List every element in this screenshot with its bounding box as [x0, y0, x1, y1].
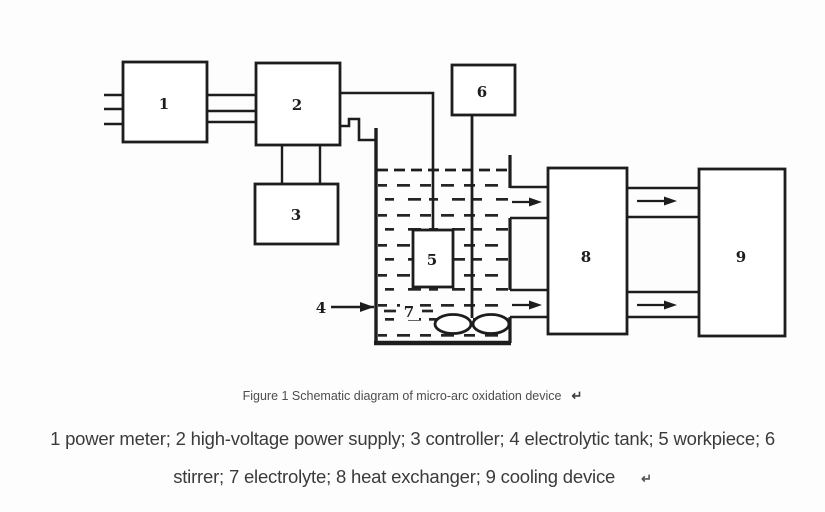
flow-arrow-cooler-bottom [637, 300, 677, 310]
power-meter-label: 1 [159, 95, 169, 113]
stirrer-label: 6 [477, 83, 487, 101]
flow-arrow-tank-top [512, 197, 542, 207]
legend-line-2: stirrer; 7 electrolyte; 8 heat exchanger… [0, 464, 825, 491]
legend-line-2-text: stirrer; 7 electrolyte; 8 heat exchanger… [173, 466, 616, 487]
anode-wire [340, 91, 435, 230]
flow-arrow-tank-bottom [512, 300, 542, 310]
power-bus-wires [207, 93, 256, 124]
electrolyte-label-backing [400, 303, 419, 320]
workpiece-box [411, 228, 455, 289]
legend-line-1-text: 1 power meter; 2 high-voltage power supp… [50, 428, 775, 449]
exchanger-to-cooler-pipes [627, 186, 699, 319]
heat-exchanger-box [546, 166, 629, 336]
cooling-device-label: 9 [736, 248, 746, 266]
return-mark-icon: ↵ [571, 388, 583, 403]
figure-caption: Figure 1 Schematic diagram of micro-arc … [0, 388, 825, 404]
cooling-device-box [697, 167, 787, 338]
legend-line-1: 1 power meter; 2 high-voltage power supp… [0, 426, 825, 451]
electrolytic-tank-label: 4 [316, 299, 326, 317]
workpiece-label: 5 [427, 251, 437, 269]
controller-label: 3 [291, 206, 301, 224]
cathode-wire [340, 117, 376, 142]
hv-power-supply-box [254, 61, 342, 147]
heat-exchanger-label: 8 [581, 248, 591, 266]
electrolyte-label: 7 [404, 303, 414, 321]
micro-arc-oxidation-schematic: 1 2 3 4 5 6 7 8 9 [104, 60, 787, 346]
power-meter-box [121, 60, 209, 144]
control-wires [280, 145, 322, 184]
stirrer-propeller [433, 313, 511, 335]
mains-input-lines [104, 93, 123, 126]
figure-caption-text: Figure 1 Schematic diagram of micro-arc … [242, 389, 562, 403]
hv-power-supply-label: 2 [292, 96, 302, 114]
tank-to-exchanger-pipes [510, 185, 548, 319]
stirrer-motor-box [450, 63, 517, 117]
flow-arrow-cooler-top [637, 196, 677, 206]
return-mark-icon: ↵ [641, 471, 652, 486]
tank-pointer-arrow [331, 302, 374, 312]
controller-box [253, 182, 340, 246]
electrolytic-tank [374, 128, 512, 346]
